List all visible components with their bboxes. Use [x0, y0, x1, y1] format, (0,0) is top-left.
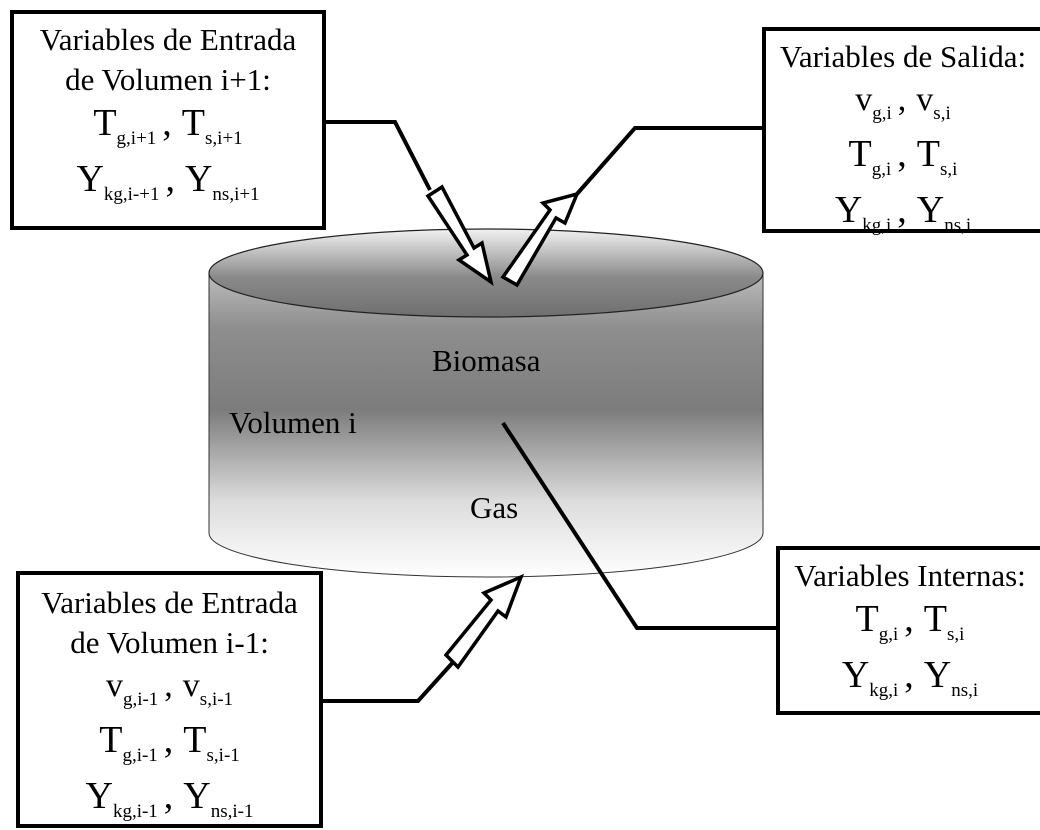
- subscript: g,i-1: [122, 745, 158, 766]
- arrow-in-top: [425, 184, 494, 286]
- biomasa-label: Biomasa: [432, 343, 541, 378]
- symbol: T: [99, 719, 123, 761]
- separator: ,: [904, 654, 914, 696]
- connector-entrada-inf: [322, 658, 457, 703]
- subscript: s,i+1: [205, 128, 243, 149]
- symbol: T: [181, 102, 206, 144]
- subscript: ns,i-1: [210, 801, 254, 822]
- symbol: Y: [916, 189, 945, 231]
- cylinder-body: [208, 272, 764, 578]
- subscript: g,i: [871, 159, 892, 180]
- entrada-inf-subtitle: de Volumen i-1:: [70, 625, 269, 660]
- symbol: Y: [76, 158, 104, 200]
- gas-label: Gas: [470, 490, 519, 525]
- symbol: Y: [184, 158, 213, 200]
- subscript: g,i+1: [116, 128, 157, 149]
- symbol: T: [916, 133, 941, 175]
- entrada-sup-box: Variables de Entrada de Volumen i+1: Tg,…: [10, 10, 326, 230]
- salida-row-t: Tg,i,Ts,i: [766, 133, 1040, 187]
- internas-row-t: Tg,i,Ts,i: [780, 598, 1040, 652]
- symbol: v: [916, 81, 934, 118]
- entrada-inf-row-y: Ykg,i-1,Yns,i-1: [20, 775, 319, 829]
- entrada-sup-title: Variables de Entrada: [39, 22, 297, 57]
- separator: ,: [897, 81, 907, 118]
- entrada-inf-box: Variables de Entrada de Volumen i-1: vg,…: [16, 571, 323, 828]
- entrada-sup-row-t: Tg,i+1,Ts,i+1: [14, 102, 322, 156]
- internas-box: Variables Internas: Tg,i,Ts,i Ykg,i,Yns,…: [776, 546, 1040, 715]
- arrow-in-bottom: [443, 573, 525, 670]
- symbol: Y: [834, 189, 863, 231]
- symbol: v: [855, 81, 873, 118]
- subscript: ns,i: [951, 680, 979, 701]
- internas-row-y: Ykg,i,Yns,i: [780, 654, 1040, 708]
- salida-row-y: Ykg,i,Yns,i: [766, 189, 1040, 243]
- salida-title: Variables de Salida:: [779, 39, 1027, 74]
- connector-salida: [575, 126, 763, 196]
- separator: ,: [897, 189, 907, 231]
- subscript: s,i-1: [206, 745, 240, 766]
- subscript: g,i-1: [122, 689, 159, 710]
- subscript: s,i: [940, 159, 958, 180]
- internas-title: Variables Internas:: [794, 558, 1026, 593]
- symbol: T: [183, 719, 207, 761]
- entrada-inf-row-v: vg,i-1,vs,i-1: [20, 669, 319, 717]
- symbol: Y: [85, 775, 113, 817]
- symbol: Y: [923, 654, 952, 696]
- subscript: ns,i+1: [212, 184, 260, 205]
- subscript: kg,i: [869, 680, 899, 701]
- symbol: Y: [183, 775, 211, 817]
- separator: ,: [897, 133, 907, 175]
- separator: ,: [904, 598, 914, 640]
- subscript: ns,i: [944, 215, 972, 236]
- separator: ,: [163, 775, 174, 817]
- volumen-label: Volumen i: [229, 405, 357, 440]
- symbol: Y: [841, 654, 870, 696]
- symbol: v: [105, 667, 123, 704]
- connector-internas: [501, 421, 777, 630]
- entrada-inf-title: Variables de Entrada: [41, 585, 298, 620]
- symbol: T: [855, 598, 879, 640]
- separator: ,: [165, 158, 175, 200]
- separator: ,: [162, 102, 172, 144]
- connector-entrada-sup: [325, 120, 432, 191]
- separator: ,: [163, 719, 174, 761]
- subscript: kg,i-+1: [103, 184, 160, 205]
- symbol: T: [93, 102, 117, 144]
- symbol: T: [848, 133, 872, 175]
- symbol: v: [182, 667, 200, 704]
- symbol: T: [923, 598, 948, 640]
- salida-box: Variables de Salida: vg,i,vs,i Tg,i,Ts,i…: [762, 27, 1040, 236]
- subscript: kg,i-1: [112, 801, 158, 822]
- entrada-sup-subtitle: de Volumen i+1:: [65, 62, 271, 97]
- arrow-out-top: [500, 191, 580, 288]
- subscript: g,i: [878, 624, 899, 645]
- entrada-inf-row-t: Tg,i-1,Ts,i-1: [20, 719, 319, 773]
- subscript: s,i: [947, 624, 965, 645]
- separator: ,: [164, 667, 173, 704]
- subscript: s,i: [933, 103, 951, 124]
- entrada-sup-row-y: Ykg,i-+1,Yns,i+1: [14, 158, 322, 212]
- subscript: kg,i: [862, 215, 892, 236]
- salida-row-v: vg,i,vs,i: [766, 83, 1040, 131]
- subscript: s,i-1: [199, 689, 234, 710]
- subscript: g,i: [872, 103, 892, 124]
